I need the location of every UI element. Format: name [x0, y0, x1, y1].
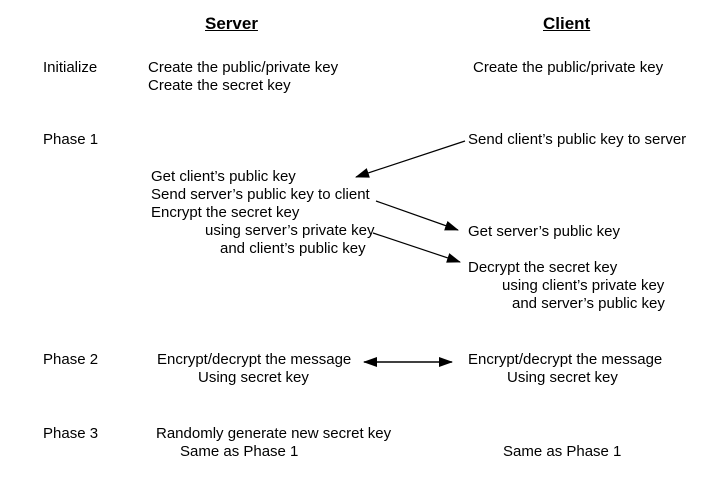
server-send-key-text: Send server’s public key to client — [151, 186, 370, 203]
server-and-client-key-text: and client’s public key — [220, 240, 366, 257]
server-encrypt-decrypt-text: Encrypt/decrypt the message — [157, 351, 352, 368]
phase-label-phase3: Phase 3 — [43, 425, 99, 442]
client-using-private-key-text: using client’s private key — [502, 277, 665, 294]
server-column-header: Server — [205, 14, 258, 33]
server-phase1-block: Get client’s public key Send server’s pu… — [151, 168, 375, 258]
arrow-encrypted-secret-key-to-client — [372, 232, 461, 263]
server-using-secret-key-text: Using secret key — [198, 369, 309, 386]
client-initialize-block: Create the public/private key — [473, 59, 663, 77]
server-create-secret-key-text: Create the secret key — [148, 77, 291, 94]
server-create-keypair-text: Create the public/private key — [148, 59, 339, 76]
server-phase2-block: Encrypt/decrypt the message Using secret… — [157, 351, 351, 387]
client-phase2-block: Encrypt/decrypt the message Using secret… — [468, 351, 662, 387]
server-using-private-key-text: using server’s private key — [205, 222, 375, 239]
server-same-as-phase1-text: Same as Phase 1 — [180, 443, 299, 460]
arrow-client-public-key-to-server — [355, 140, 466, 178]
client-get-server-key-text: Get server’s public key — [468, 223, 621, 240]
server-initialize-block: Create the public/private key Create the… — [148, 59, 338, 95]
client-same-as-phase1-text: Same as Phase 1 — [503, 443, 622, 460]
server-get-client-key-text: Get client’s public key — [151, 168, 296, 185]
client-encrypt-decrypt-text: Encrypt/decrypt the message — [468, 351, 663, 368]
arrow-server-public-key-to-client — [375, 200, 459, 231]
client-decrypt-secret-text: Decrypt the secret key — [468, 259, 618, 276]
phase-label-phase2: Phase 2 — [43, 351, 99, 368]
client-using-secret-key-text: Using secret key — [507, 369, 618, 386]
client-create-keypair-text: Create the public/private key — [473, 59, 664, 76]
server-random-new-secret-text: Randomly generate new secret key — [156, 425, 392, 442]
server-phase3-block: Randomly generate new secret key Same as… — [156, 425, 391, 461]
phase-label-phase1: Phase 1 — [43, 131, 99, 148]
client-decrypt-block: Decrypt the secret key using client’s pr… — [468, 259, 665, 313]
phase-label-initialize: Initialize — [43, 59, 98, 76]
client-column-header: Client — [543, 14, 591, 33]
server-encrypt-secret-text: Encrypt the secret key — [151, 204, 300, 221]
client-send-key-text: Send client’s public key to server — [468, 131, 687, 148]
client-and-server-key-text: and server’s public key — [512, 295, 665, 312]
